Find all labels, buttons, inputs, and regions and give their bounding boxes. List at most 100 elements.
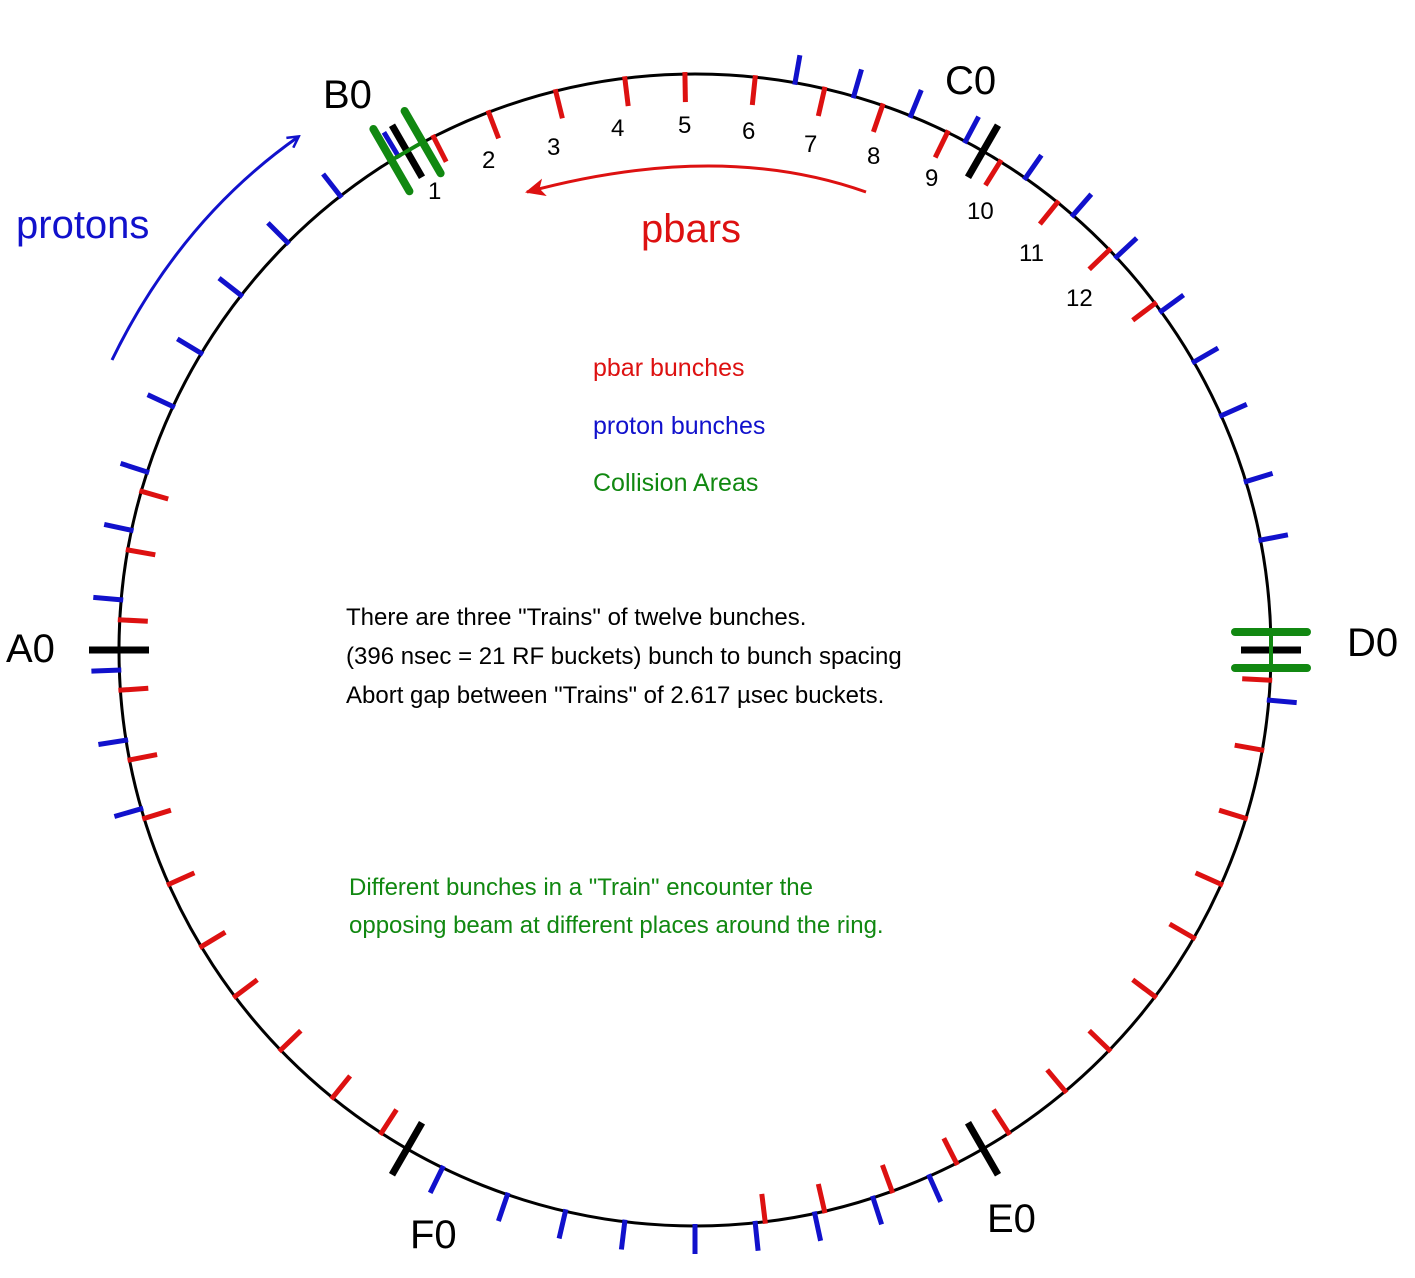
pbar-bunch [932,129,951,159]
bunch-number-5: 5 [678,112,691,139]
proton-bunch [1258,532,1289,543]
pbar-bunch [231,977,259,1000]
proton-bunch [266,221,291,246]
station-label-a0: A0 [6,627,55,671]
station-label-d0: D0 [1347,621,1398,665]
pbar-bunch [118,685,149,693]
bunch-number-7: 7 [804,131,817,158]
bunch-number-8: 8 [867,143,880,170]
proton-bunch [176,336,205,357]
pbar-bunch [1087,246,1113,272]
pbar-bunch [759,1193,768,1224]
proton-bunch [811,1210,824,1242]
pbar-bunch [141,807,172,822]
pbar-bunches [117,72,1273,1224]
proton-bunch [1190,345,1220,366]
proton-bunch [962,115,981,145]
bunch-number-3: 3 [547,134,560,161]
bunch-number-2: 2 [482,147,495,174]
note-line-2: opposing beam at different places around… [349,912,884,939]
proton-bunch [91,667,122,674]
pbar-bunch [1087,1028,1113,1054]
pbar-bunch [1037,199,1061,226]
bunch-numbers: 1 2 3 4 5 6 7 8 9 10 11 12 [428,112,1093,312]
pbar-bunch [1045,1068,1069,1095]
proton-bunch [217,276,245,299]
proton-bunch [926,1173,943,1203]
proton-bunch [321,172,344,200]
station-mark-e0 [964,1121,1002,1177]
proton-bunch [556,1208,569,1240]
pbar-bunch [815,1183,828,1214]
proton-bunch [850,68,864,99]
bunch-number-12: 12 [1066,285,1093,312]
pbar-bunch [622,76,631,107]
proton-bunch [103,521,135,534]
proton-bunch [752,1220,761,1251]
proton-bunch [870,1195,884,1226]
pbar-bunch [1168,921,1197,942]
pbar-bunch [1218,807,1249,822]
pbar-bunch [198,930,227,950]
pbar-bunch [1234,742,1265,753]
bunch-number-9: 9 [925,165,938,192]
pbar-bunch [880,1164,896,1194]
pbar-bunch [1194,870,1225,888]
proton-bunch [907,89,924,119]
station-label-b0: B0 [323,73,372,117]
note-line-1: Different bunches in a "Train" encounter… [349,874,813,901]
station-mark-f0 [388,1121,426,1177]
station-label-c0: C0 [945,59,996,103]
proton-bunch [98,737,129,747]
proton-bunch [1113,236,1139,261]
proton-bunch [1022,153,1044,182]
pbar-bunch [430,133,449,163]
legend-pbar: pbar bunches [593,354,745,382]
pbar-bunch [127,752,158,763]
pbar-bunch [552,88,565,119]
station-label-e0: E0 [987,1197,1036,1241]
pbar-bunch [1131,300,1159,323]
legend: pbar bunches proton bunches Collision Ar… [593,354,765,497]
pbar-bunch [871,102,886,133]
collision-area-connector [390,140,424,162]
pbars-arrow-icon [525,164,867,197]
proton-bunch [496,1191,511,1222]
pbar-bunch [682,72,688,103]
proton-bunch [119,461,150,475]
proton-bunch [381,131,402,160]
pbars-label: pbars [641,207,741,251]
description-text: There are three "Trains" of twelve bunch… [346,604,902,709]
station-label-f0: F0 [410,1213,457,1257]
pbar-bunch [138,488,169,502]
bunch-number-4: 4 [611,115,624,142]
note-text: Different bunches in a "Train" encounter… [349,874,884,939]
proton-bunch [427,1164,446,1194]
collision-area-bar [400,107,445,178]
pbar-bunch [117,617,148,624]
bunch-number-1: 1 [428,178,441,205]
pbar-bunch [1131,977,1159,1000]
proton-bunch [93,594,124,603]
pbar-bunch [1242,676,1273,683]
proton-bunch [1157,292,1186,315]
description-line-1: There are three "Trains" of twelve bunch… [346,604,806,631]
description-line-3: Abort gap between "Trains" of 2.617 µsec… [346,682,884,709]
proton-bunch [1069,192,1094,219]
bunch-number-11: 11 [1019,240,1044,267]
description-line-2: (396 nsec = 21 RF buckets) bunch to bunc… [346,643,902,670]
pbar-bunch [983,158,1004,187]
bunch-number-10: 10 [967,198,994,225]
pbar-bunch [991,1108,1012,1137]
pbar-bunch [941,1137,960,1167]
bunch-number-6: 6 [742,118,755,145]
proton-bunch [113,805,144,819]
proton-bunch [792,54,803,86]
pbar-bunch [485,109,501,140]
legend-collision: Collision Areas [593,469,758,497]
pbar-bunch [125,547,156,558]
pbar-bunch [165,870,196,888]
pbar-bunch [749,74,758,106]
protons-arrow-icon [110,137,298,361]
